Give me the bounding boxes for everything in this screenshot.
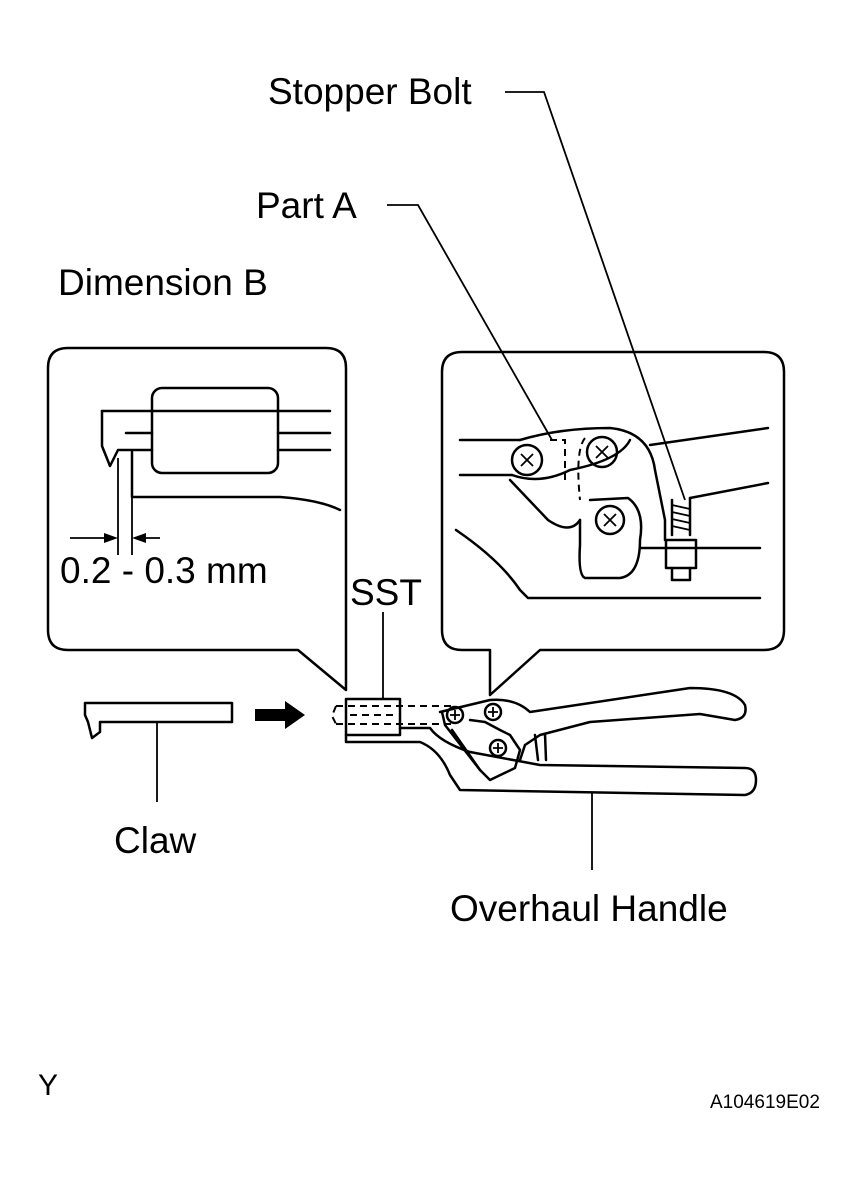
part-a-leader xyxy=(387,204,553,441)
claw-part xyxy=(83,701,234,740)
corner-mark: Y xyxy=(38,1069,58,1102)
claw-label: Claw xyxy=(114,820,197,861)
sst-label: SST xyxy=(350,572,422,613)
figure-id: A104619E02 xyxy=(710,1092,820,1113)
stopper-bolt-label: Stopper Bolt xyxy=(268,71,472,112)
overhaul-handle-label: Overhaul Handle xyxy=(450,888,728,929)
part-a-callout xyxy=(440,350,786,697)
part-a-label: Part A xyxy=(256,185,357,226)
dimension-b-callout xyxy=(46,346,348,692)
dimension-b-label: Dimension B xyxy=(58,262,268,303)
overhaul-handle-tool xyxy=(330,686,758,797)
gap-dimension-label: 0.2 - 0.3 mm xyxy=(60,550,268,591)
insertion-arrow xyxy=(255,701,305,729)
stopper-bolt-leader xyxy=(505,91,686,501)
